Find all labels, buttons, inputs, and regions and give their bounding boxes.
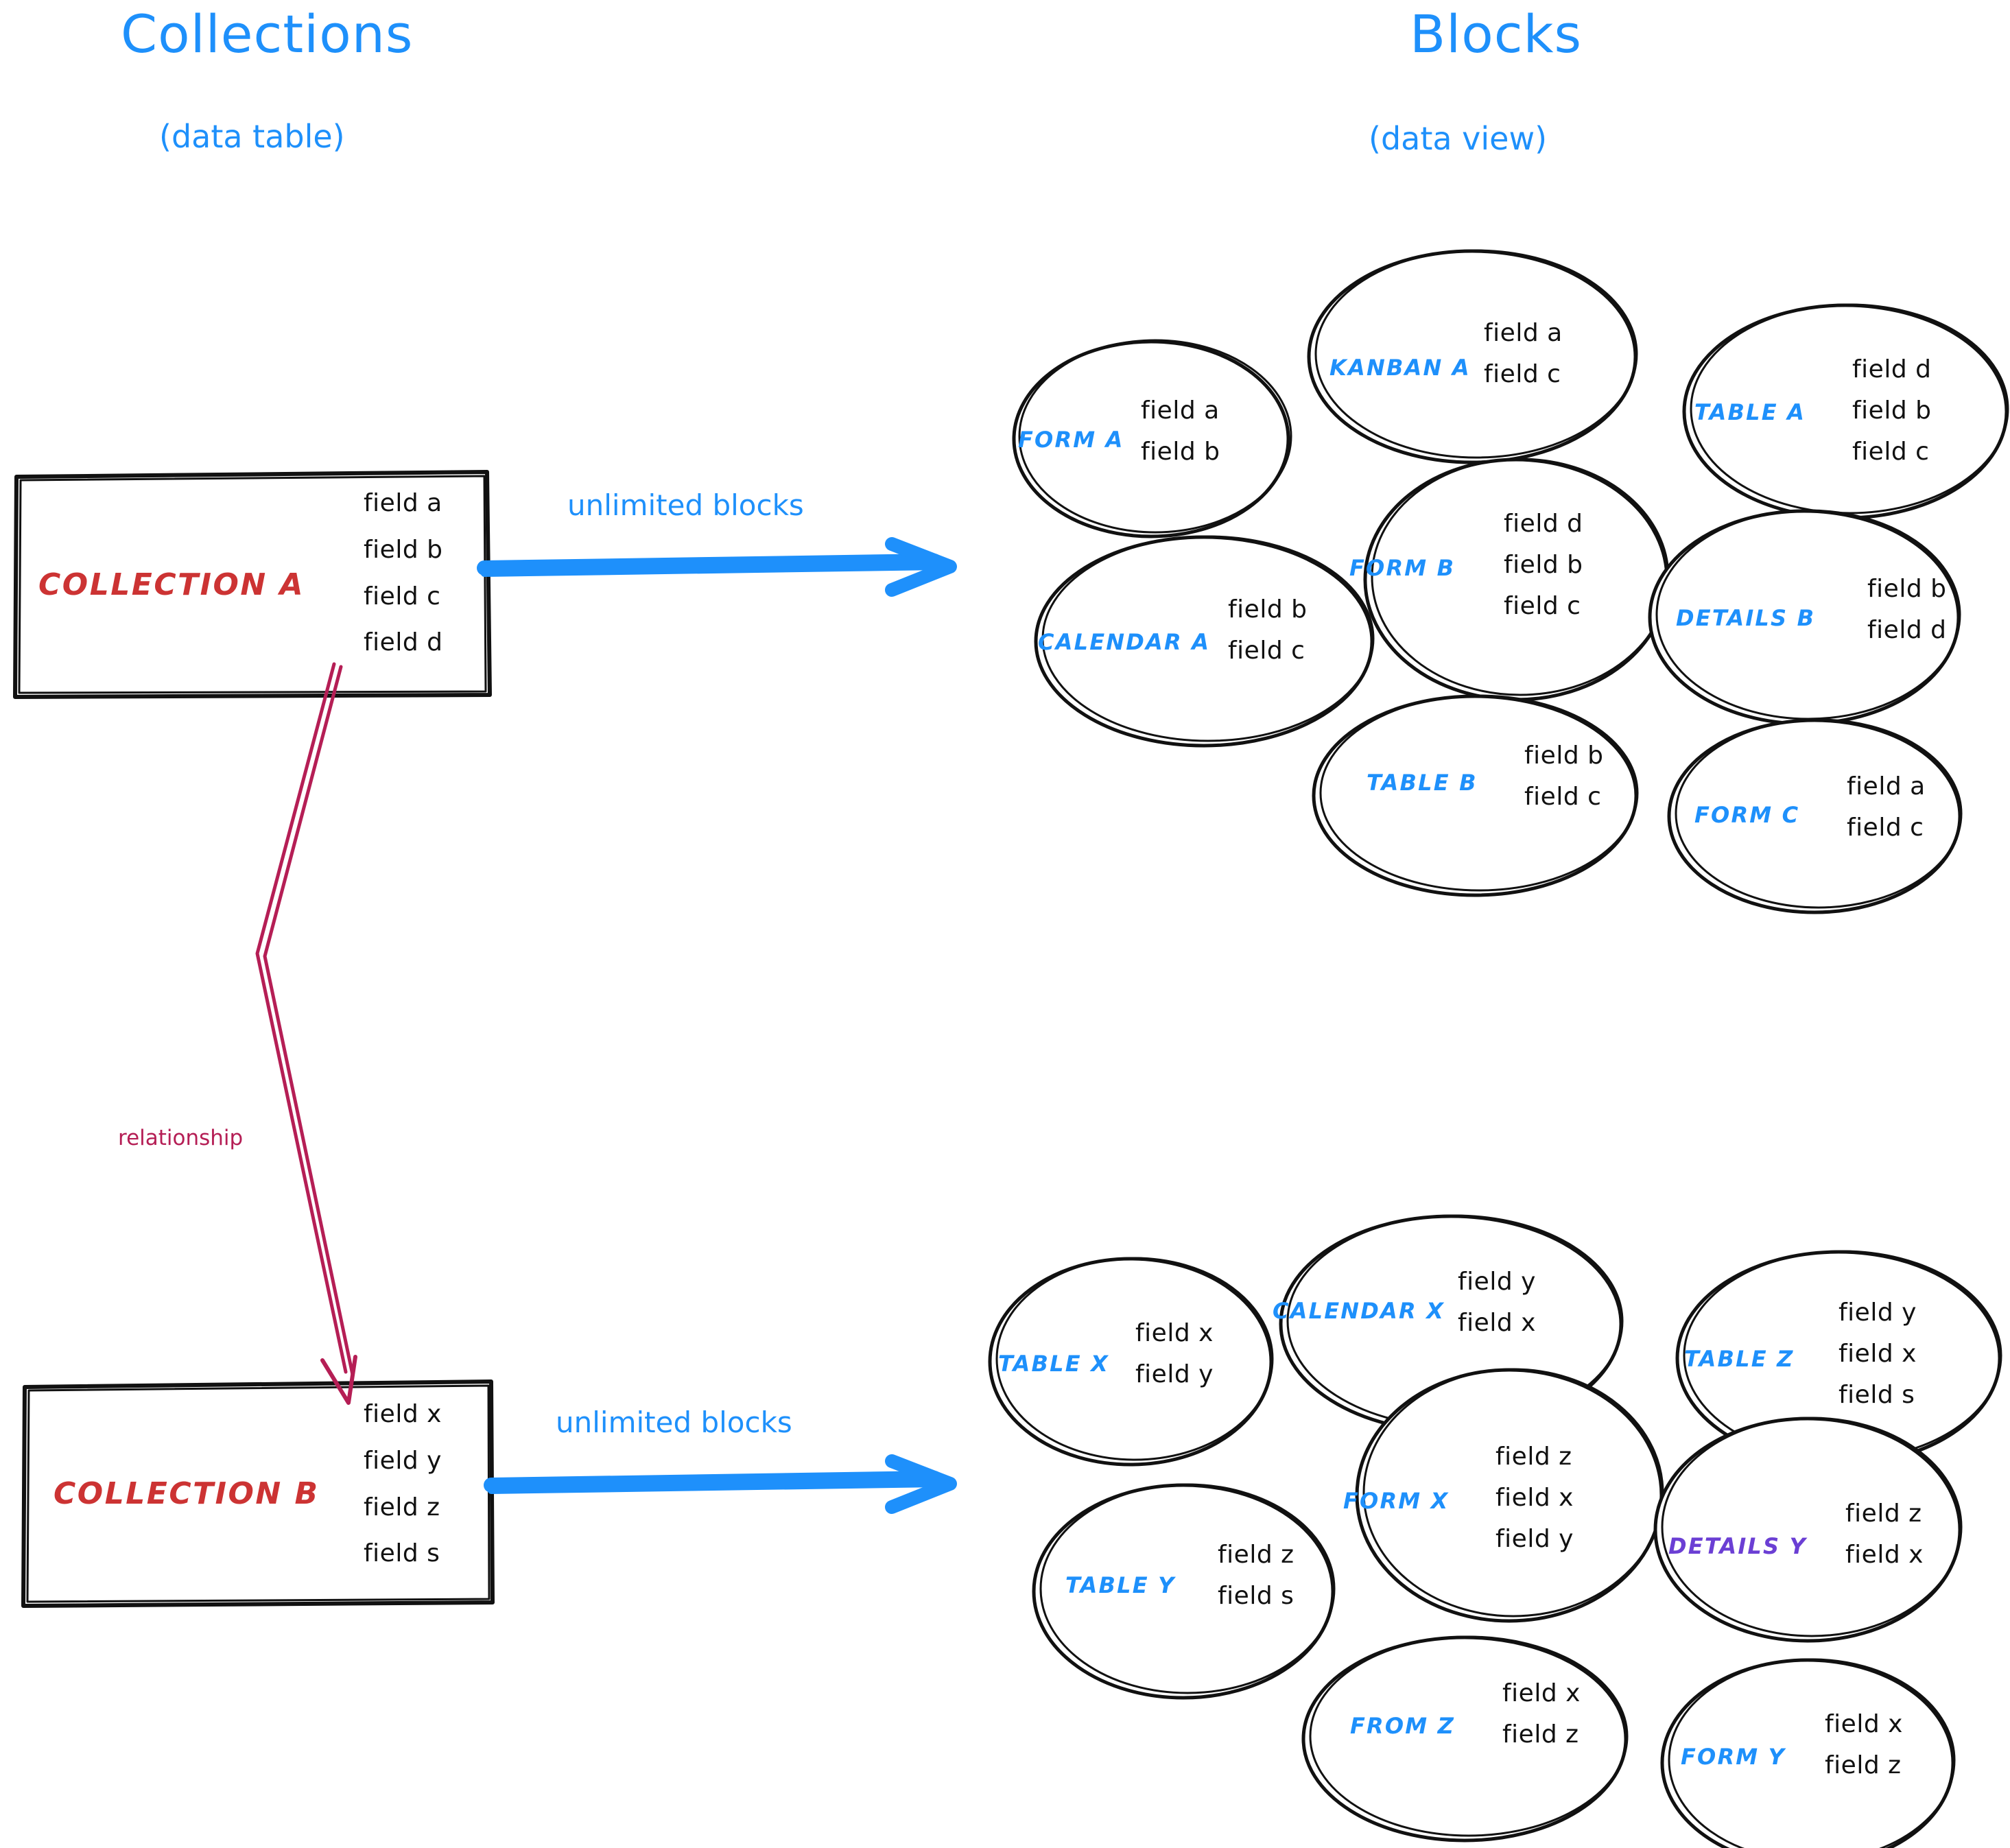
block-fields-form-a: field a field b <box>1141 398 1220 465</box>
field-item: field c <box>1852 437 1930 466</box>
block-fields-form-c: field a field c <box>1847 774 1926 841</box>
field-item: field y <box>1135 1360 1214 1388</box>
block-label-from-z: FROM Z <box>1350 1713 1456 1739</box>
unlimited-blocks-arrow-a <box>477 537 957 597</box>
field-item: field d <box>364 628 443 657</box>
relationship-label: relationship <box>118 1126 244 1150</box>
field-item: field x <box>1135 1319 1214 1347</box>
block-label-table-z: TABLE Z <box>1684 1346 1795 1372</box>
field-item: field c <box>1504 591 1581 620</box>
block-fields-table-x: field x field y <box>1135 1320 1214 1388</box>
block-label-form-b: FORM B <box>1349 555 1456 581</box>
arrow-label-b: unlimited blocks <box>556 1406 792 1439</box>
block-fields-form-x: field z field x field y <box>1495 1444 1574 1552</box>
field-item: field b <box>1867 575 1947 603</box>
block-fields-form-y: field x field z <box>1825 1711 1903 1779</box>
block-label-table-x: TABLE X <box>998 1351 1109 1377</box>
field-item: field x <box>1838 1339 1917 1368</box>
block-fields-calendar-x: field y field x <box>1458 1269 1536 1336</box>
page-title-collections: Collections <box>121 3 414 64</box>
relationship-connector <box>255 662 357 1405</box>
field-item: field b <box>1228 595 1308 624</box>
field-item: field a <box>1847 772 1926 801</box>
field-item: field b <box>1141 437 1220 466</box>
field-item: field d <box>1867 615 1947 644</box>
block-fields-table-y: field z field s <box>1218 1542 1294 1609</box>
field-item: field b <box>1524 742 1604 770</box>
block-fields-table-z: field y field x field s <box>1838 1300 1917 1408</box>
field-item: field a <box>1484 319 1563 347</box>
block-fields-details-b: field b field d <box>1867 576 1946 643</box>
field-item: field x <box>1502 1679 1581 1707</box>
block-fields-table-a: field d field b field c <box>1852 357 1931 464</box>
block-fields-form-b: field d field b field c <box>1504 511 1583 619</box>
field-item: field d <box>1504 510 1583 538</box>
page-subtitle-collections: (data table) <box>159 118 345 155</box>
arrow-label-a: unlimited blocks <box>567 488 804 522</box>
field-item: field s <box>1838 1380 1915 1409</box>
field-item: field x <box>1845 1540 1924 1569</box>
block-fields-from-z: field x field z <box>1502 1681 1581 1748</box>
page-subtitle-blocks: (data view) <box>1369 120 1548 157</box>
field-item: field b <box>364 535 443 564</box>
collection-a-fields: field a field b field c field d <box>364 490 442 656</box>
collection-a-box <box>13 470 492 699</box>
field-item: field c <box>1484 359 1561 388</box>
block-label-form-y: FORM Y <box>1681 1744 1786 1770</box>
field-item: field z <box>1495 1443 1572 1471</box>
field-item: field z <box>1218 1541 1294 1569</box>
unlimited-blocks-arrow-b <box>484 1454 957 1514</box>
field-item: field y <box>364 1446 442 1475</box>
collection-b-name: COLLECTION B <box>54 1476 320 1511</box>
field-item: field x <box>364 1400 442 1428</box>
field-item: field a <box>1141 396 1220 425</box>
block-label-kanban-a: KANBAN A <box>1329 355 1471 381</box>
field-item: field d <box>1852 355 1932 383</box>
field-item: field b <box>1504 550 1583 579</box>
field-item: field c <box>1228 636 1305 665</box>
field-item: field a <box>364 489 442 517</box>
page-title-blocks: Blocks <box>1410 3 1583 64</box>
block-fields-calendar-a: field b field c <box>1228 597 1307 664</box>
block-label-table-a: TABLE A <box>1694 399 1806 425</box>
block-label-table-y: TABLE Y <box>1065 1572 1176 1598</box>
field-item: field z <box>364 1493 440 1521</box>
collection-b-fields: field x field y field z field s <box>364 1401 442 1567</box>
block-label-form-x: FORM X <box>1343 1488 1450 1514</box>
field-item: field x <box>1495 1483 1574 1512</box>
field-item: field y <box>1495 1524 1574 1553</box>
field-item: field z <box>1845 1500 1922 1528</box>
field-item: field y <box>1838 1299 1917 1327</box>
block-label-calendar-x: CALENDAR X <box>1273 1298 1445 1324</box>
field-item: field z <box>1825 1751 1902 1779</box>
block-fields-table-b: field b field c <box>1524 743 1603 810</box>
field-item: field z <box>1502 1720 1579 1749</box>
block-label-details-y: DETAILS Y <box>1668 1533 1807 1559</box>
field-item: field c <box>1847 813 1924 842</box>
block-label-form-c: FORM C <box>1694 802 1800 828</box>
block-label-form-a: FORM A <box>1018 427 1124 453</box>
field-item: field x <box>1458 1308 1536 1337</box>
field-item: field b <box>1852 396 1932 425</box>
block-ellipses-a <box>1012 249 2009 914</box>
field-item: field x <box>1825 1710 1903 1738</box>
field-item: field c <box>364 582 441 611</box>
block-fields-kanban-a: field a field c <box>1484 320 1563 388</box>
field-item: field s <box>364 1539 440 1568</box>
block-label-details-b: DETAILS B <box>1676 605 1816 631</box>
block-label-calendar-a: CALENDAR A <box>1038 629 1211 655</box>
field-item: field y <box>1458 1268 1536 1296</box>
block-ellipses-b <box>988 1214 2002 1848</box>
block-label-table-b: TABLE B <box>1367 770 1478 796</box>
collection-a-name: COLLECTION A <box>38 567 305 602</box>
block-fields-details-y: field z field x <box>1845 1501 1924 1568</box>
field-item: field s <box>1218 1581 1294 1610</box>
field-item: field c <box>1524 782 1602 811</box>
